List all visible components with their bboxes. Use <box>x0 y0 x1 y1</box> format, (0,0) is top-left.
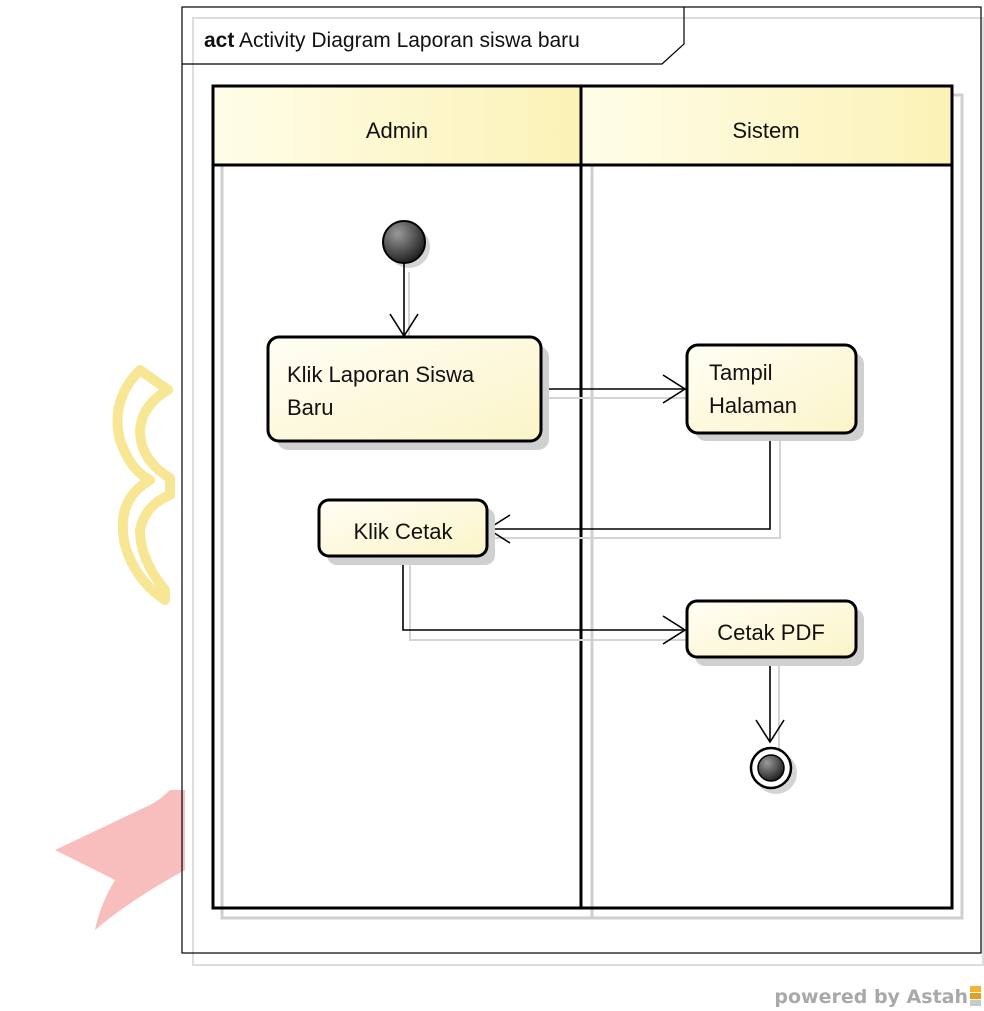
powered-by-footer: powered by Astah <box>774 986 981 1008</box>
action-klik-laporan-siswa-baru: Klik Laporan Siswa Baru <box>266 335 549 450</box>
svg-text:Halaman: Halaman <box>709 393 797 418</box>
arrowhead <box>662 374 687 404</box>
watermark-logo <box>55 365 185 930</box>
svg-text:Klik Cetak: Klik Cetak <box>353 519 453 544</box>
powered-by-text: powered by Astah <box>774 986 968 1008</box>
lane-label-admin: Admin <box>366 118 428 143</box>
flow-shadows <box>408 272 781 750</box>
astah-logo-icon <box>970 986 981 1006</box>
svg-text:Baru: Baru <box>287 395 333 420</box>
diagram-frame: act Activity Diagram Laporan siswa baru <box>181 6 984 966</box>
flow-tampil-to-klik-cetak <box>488 432 771 530</box>
svg-text:Tampil: Tampil <box>709 360 773 385</box>
action-tampil-halaman: Tampil Halaman <box>685 343 864 441</box>
svg-text:Klik Laporan Siswa: Klik Laporan Siswa <box>287 362 475 387</box>
arrowhead <box>662 615 687 645</box>
frame-title: act Activity Diagram Laporan siswa baru <box>204 29 580 52</box>
initial-node <box>382 220 430 268</box>
svg-text:Cetak PDF: Cetak PDF <box>717 620 825 645</box>
lane-header-sistem <box>581 86 952 165</box>
action-klik-cetak: Klik Cetak <box>317 498 495 565</box>
swimlanes: Admin Sistem <box>211 84 964 920</box>
arrowhead <box>755 719 785 744</box>
lane-label-sistem: Sistem <box>732 118 799 143</box>
final-node <box>749 746 797 794</box>
flow-klik-cetak-to-cetak-pdf <box>402 556 685 631</box>
action-cetak-pdf: Cetak PDF <box>685 599 864 666</box>
control-flows <box>389 263 785 744</box>
lane-header-admin <box>213 86 581 165</box>
